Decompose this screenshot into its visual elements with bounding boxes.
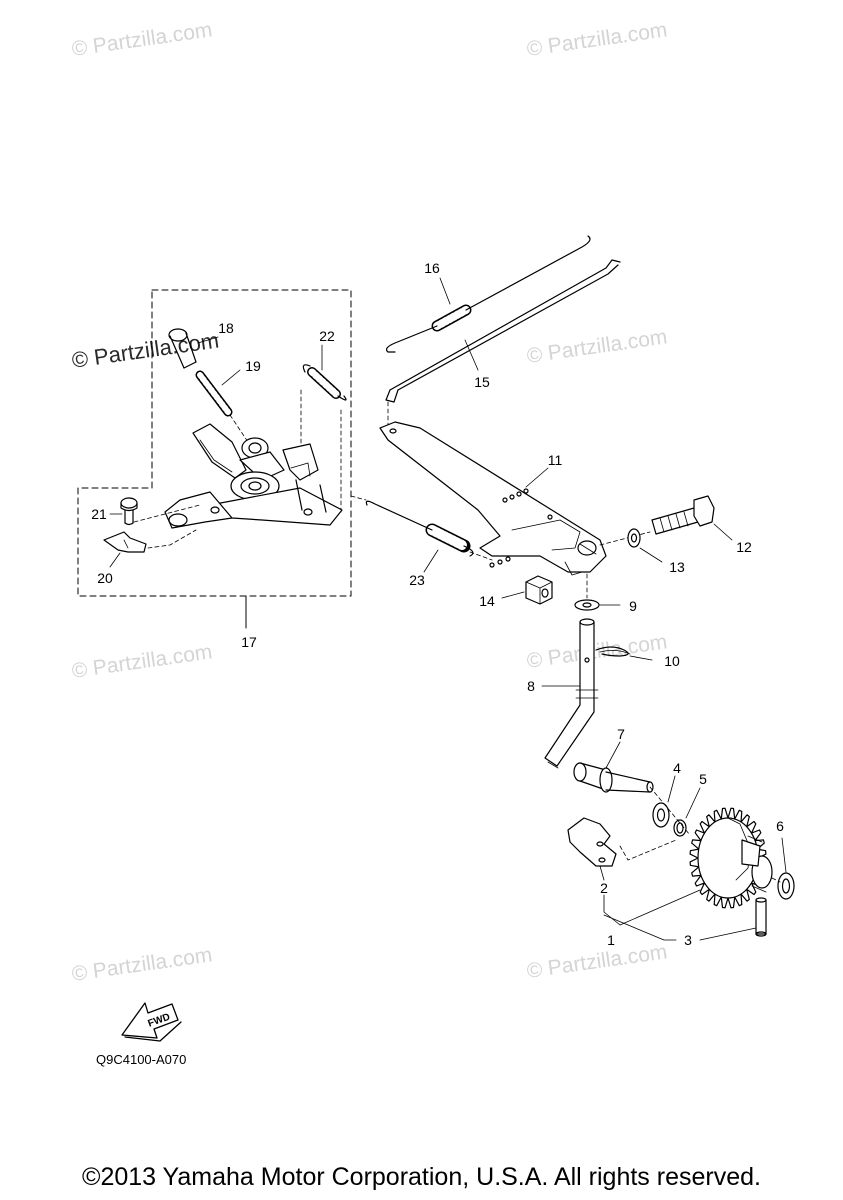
- callout-4: 4: [673, 760, 681, 776]
- control-lever-assembly: [164, 423, 343, 529]
- callout-6: 6: [776, 818, 784, 834]
- lever-arm-11: [379, 421, 607, 576]
- spring-16: [385, 235, 591, 353]
- leader-18: [197, 336, 219, 344]
- axis-12: [599, 531, 651, 546]
- spring-23: [365, 500, 474, 557]
- axis-21-20: [133, 504, 201, 523]
- fwd-arrow-icon: [121, 1002, 182, 1042]
- gear-1: [689, 807, 773, 909]
- washer-13: [627, 528, 641, 548]
- spring-19: [195, 370, 233, 417]
- callout-9: 9: [629, 598, 637, 614]
- washer-6: [777, 872, 795, 900]
- callout-23: 23: [409, 572, 425, 588]
- callout-16: 16: [424, 260, 440, 276]
- nut-14: [525, 575, 553, 605]
- bolt-18: [168, 328, 197, 369]
- callout-15: 15: [474, 374, 490, 390]
- callout-19: 19: [245, 358, 261, 374]
- axis-23: [350, 495, 367, 501]
- washer-4: [652, 802, 670, 828]
- axis-23b: [469, 551, 493, 561]
- callout-12: 12: [736, 539, 752, 555]
- leader-4: [667, 775, 676, 803]
- spring-22: [302, 364, 347, 401]
- pin-7: [573, 762, 654, 793]
- callout-13: 13: [669, 559, 685, 575]
- callout-22: 22: [319, 328, 335, 344]
- leader-6: [781, 837, 787, 873]
- plate-20: [103, 531, 147, 553]
- leader-12: [713, 523, 733, 541]
- pin-3: [755, 897, 767, 937]
- leader-23: [423, 549, 439, 573]
- ring-5: [673, 819, 687, 837]
- callout-8: 8: [527, 678, 535, 694]
- axis-4-5: [649, 786, 691, 836]
- leader-15: [464, 339, 479, 371]
- callout-3: 3: [684, 932, 692, 948]
- assembly-17-outline: [77, 289, 352, 597]
- leader-2: [599, 865, 605, 881]
- callout-10: 10: [664, 653, 680, 669]
- callout-18: 18: [218, 320, 234, 336]
- screw-21: [120, 497, 138, 526]
- cam-plate-2: [567, 817, 617, 867]
- leader-7: [605, 741, 621, 769]
- leader-13: [639, 547, 663, 563]
- callout-2: 2: [600, 880, 608, 896]
- leader-14: [501, 591, 525, 599]
- leader-19: [221, 369, 241, 386]
- callout-14: 14: [479, 593, 495, 609]
- leader-5: [685, 787, 701, 819]
- shaft-8: [544, 618, 599, 769]
- callout-11: 11: [547, 452, 563, 468]
- leader-10: [629, 655, 653, 661]
- callout-1: 1: [607, 932, 615, 948]
- axis-6: [771, 877, 781, 883]
- diagram-code: Q9C4100-A070: [96, 1052, 187, 1067]
- bolt-12: [651, 495, 715, 535]
- leader-1: [603, 889, 701, 926]
- washer-9: [574, 599, 600, 611]
- callout-21: 21: [91, 506, 107, 522]
- leader-3: [603, 914, 757, 941]
- callout-20: 20: [97, 570, 113, 586]
- axis-2: [619, 839, 677, 861]
- leader-16: [439, 277, 451, 305]
- copyright-notice: ©2013 Yamaha Motor Corporation, U.S.A. A…: [82, 1163, 761, 1191]
- axis-19: [229, 414, 249, 443]
- leader-11: [525, 467, 549, 488]
- leader-20: [109, 552, 121, 568]
- rod-15: [385, 259, 621, 403]
- callout-17: 17: [241, 634, 257, 650]
- axis-20: [147, 529, 197, 549]
- callout-5: 5: [699, 771, 707, 787]
- callout-7: 7: [617, 726, 625, 742]
- clip-10: [595, 646, 631, 657]
